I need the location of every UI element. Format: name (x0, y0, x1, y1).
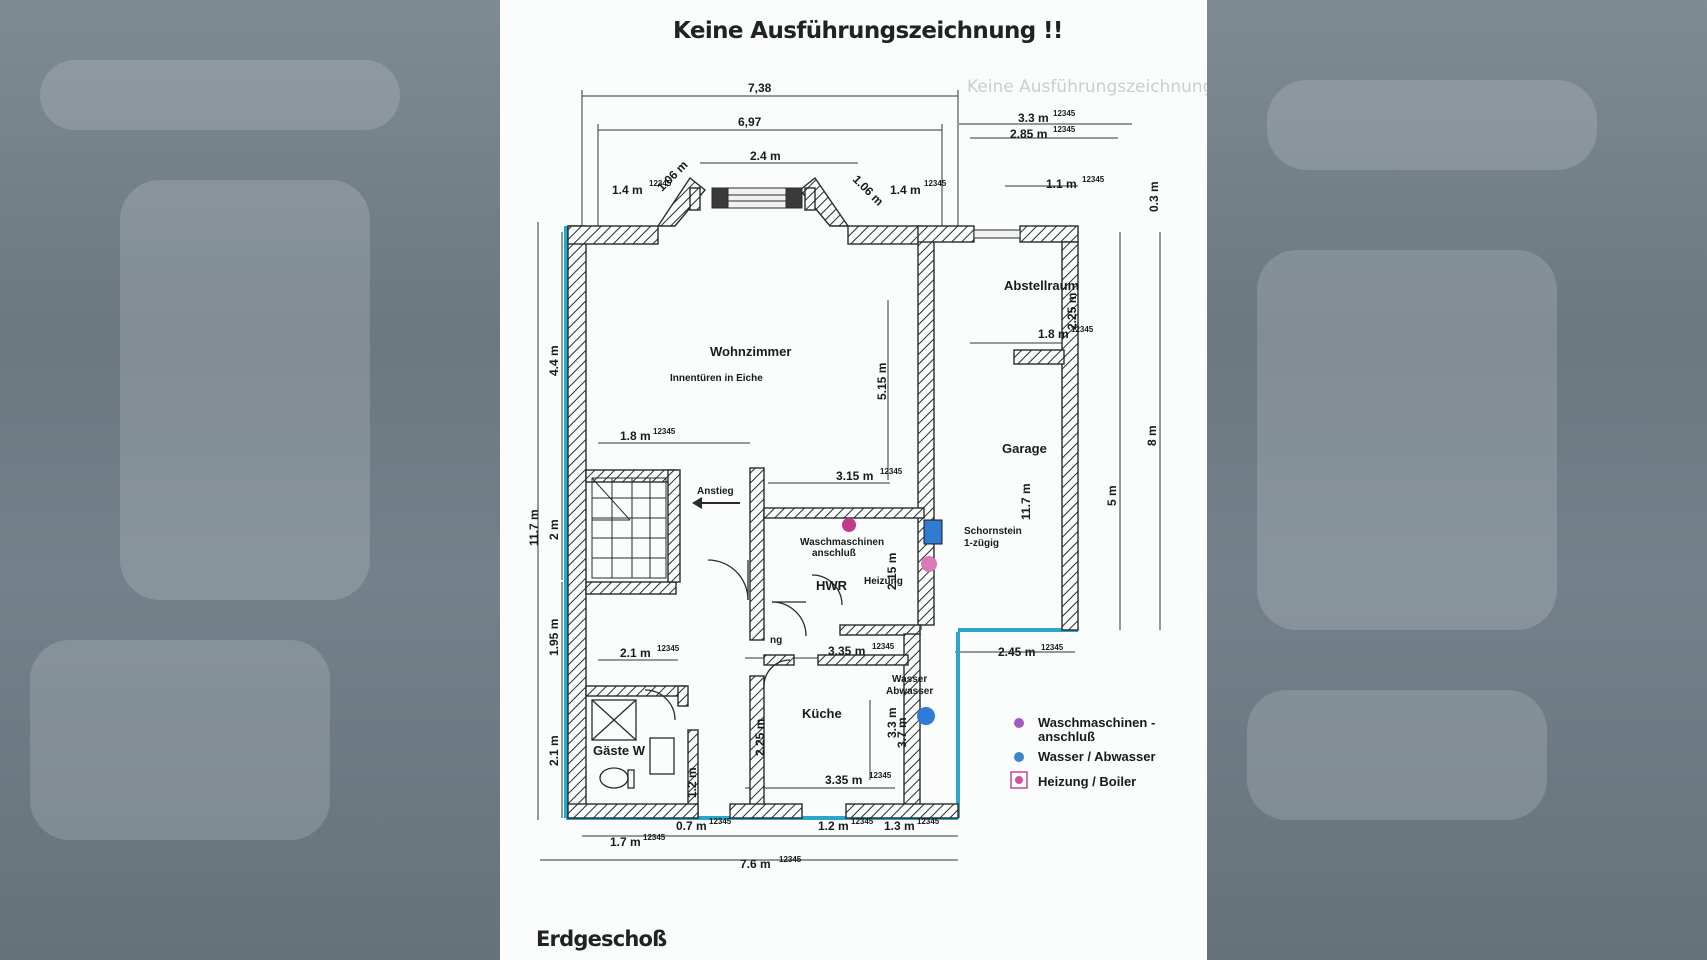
dim-left-mid: 1.95 m (547, 619, 561, 656)
dim-stair-width: 1.8 m (620, 429, 651, 443)
dim-sup: 12345 (657, 644, 680, 653)
dim-sup: 12345 (917, 817, 940, 826)
label-anstieg: Anstieg (697, 486, 734, 497)
dim-garage-wall: 0.3 m (1147, 181, 1161, 212)
room-garage: Garage (1002, 441, 1047, 456)
label-schornstein: Schornstein (964, 526, 1022, 537)
walls (567, 176, 1079, 819)
dim-bottom-total: 7.6 m (740, 857, 771, 871)
dim-sup: 12345 (1082, 175, 1105, 184)
legend-washer-dot (1014, 718, 1024, 728)
dim-bottom-2: 0.7 m (676, 819, 707, 833)
washer-connection-dot (842, 518, 856, 532)
legend-heating-dot (1015, 776, 1023, 784)
legend-heating-label: Heizung / Boiler (1038, 774, 1136, 789)
label-waschmaschinen: Waschmaschinen (800, 537, 884, 548)
dim-left-wc: 2.1 m (547, 735, 561, 766)
dim-abstell-width: 1.8 m (1038, 327, 1069, 341)
drawing-title: Keine Ausführungszeichnung !! (673, 18, 1063, 44)
dim-wc-inner: 1.2 m (685, 767, 699, 798)
dim-sup: 12345 (880, 467, 903, 476)
label-heizung: Heizung (864, 576, 903, 587)
dim-left-total: 11.7 m (1019, 483, 1033, 520)
wc-fixtures (591, 699, 675, 789)
room-abstellraum: Abstellraum (1004, 278, 1079, 293)
dim-sup: 12345 (653, 427, 676, 436)
dim-sup: 12345 (1053, 125, 1076, 134)
dim-sup: 12345 (851, 817, 874, 826)
dim-garage-inner-depth: 5 m (1105, 485, 1119, 506)
dim-sup: 12345 (709, 817, 732, 826)
legend-water-dot (1014, 752, 1024, 762)
dim-hall-width: 3.15 m (836, 469, 873, 483)
legend-washer-label-2: anschluß (1038, 729, 1095, 744)
room-hwr: HWR (816, 578, 848, 593)
room-wohnzimmer: Wohnzimmer (710, 344, 791, 359)
label-zuegig: 1-zügig (964, 538, 999, 549)
label-ng: ng (770, 635, 782, 646)
blue-outline (564, 226, 1078, 820)
water-dot (917, 707, 935, 725)
room-kueche: Küche (802, 706, 842, 721)
blurred-background-right (1207, 0, 1707, 960)
dim-kueche-outer: 3.7 m (895, 717, 909, 748)
floor-plan-drawing: Keine Ausführungszeichnung !! Keine Ausf… (527, 18, 1207, 951)
dim-bottom-4: 1.3 m (884, 819, 915, 833)
staircase (591, 477, 667, 579)
floor-plan-sheet: Keine Ausführungszeichnung !! Keine Ausf… (500, 0, 1207, 960)
dimension-lines (537, 90, 1161, 861)
dim-kueche-depth: 3.3 m (885, 707, 899, 738)
dim-bay-right: 1.4 m (890, 183, 921, 197)
dim-bay-left: 1.4 m (612, 183, 643, 197)
label-anschluss: anschluß (812, 548, 856, 559)
dim-bottom-1: 1.7 m (610, 835, 641, 849)
doors-note: Innentüren in Eiche (670, 373, 763, 384)
dim-left-outer: 11.7 m (527, 509, 541, 546)
dim-hwr-width: 3.35 m (828, 644, 865, 658)
floor-label: Erdgeschoß (536, 927, 667, 951)
dim-abstell-depth: 2.25 m (1065, 293, 1079, 330)
ghost-title: Keine Ausführungszeichnung !! (967, 77, 1207, 97)
dim-sup: 12345 (643, 833, 666, 842)
dim-sup: 12345 (924, 179, 947, 188)
blurred-background-left (0, 0, 500, 960)
doors (644, 559, 843, 721)
dim-inner-top: 6,97 (738, 115, 762, 129)
dim-garage-outer: 3.3 m (1018, 111, 1049, 125)
dim-garage-total: 8 m (1145, 425, 1159, 446)
dim-kueche-height: 2.25 m (753, 719, 767, 756)
dim-left-wohn: 4.4 m (547, 345, 561, 376)
dim-garage-window: 1.1 m (1046, 177, 1077, 191)
label-wasser: Wasser (892, 674, 927, 685)
legend-water-label: Wasser / Abwasser (1038, 749, 1156, 764)
legend-heating-box (1010, 771, 1028, 789)
legend-washer-label: Waschmaschinen - (1038, 715, 1155, 730)
dim-sup: 12345 (872, 642, 895, 651)
dim-wc-width: 2.1 m (620, 646, 651, 660)
dim-bay-diag-right: 1.06 m (850, 172, 886, 208)
dim-sup: 12345 (779, 855, 802, 864)
dim-sup: 12345 (1053, 109, 1076, 118)
bay-window (711, 187, 1021, 239)
dim-sup: 12345 (1071, 325, 1094, 334)
dim-bay: 2.4 m (750, 149, 781, 163)
dim-sup: 12345 (649, 179, 672, 188)
dim-wohn-height: 5.15 m (875, 363, 889, 400)
legend: Waschmaschinen - anschluß Wasser / Abwas… (1010, 715, 1156, 789)
dim-garage-inner: 2.85 m (1010, 127, 1047, 141)
dim-sup: 12345 (869, 771, 892, 780)
dim-sup: 12345 (1041, 643, 1064, 652)
dim-garage-bottom: 2.45 m (998, 645, 1035, 659)
heating-dot (921, 556, 937, 572)
label-abwasser: Abwasser (886, 686, 933, 697)
dim-left-stair: 2 m (547, 519, 561, 540)
room-gaeste-wc: Gäste W (593, 743, 646, 758)
dim-kueche-width: 3.35 m (825, 773, 862, 787)
chimney (923, 519, 943, 545)
dim-total-top: 7,38 (748, 81, 772, 95)
dim-hwr-height: 2.15 m (885, 553, 899, 590)
dim-bottom-3: 1.2 m (818, 819, 849, 833)
stair-arrow (692, 497, 740, 509)
